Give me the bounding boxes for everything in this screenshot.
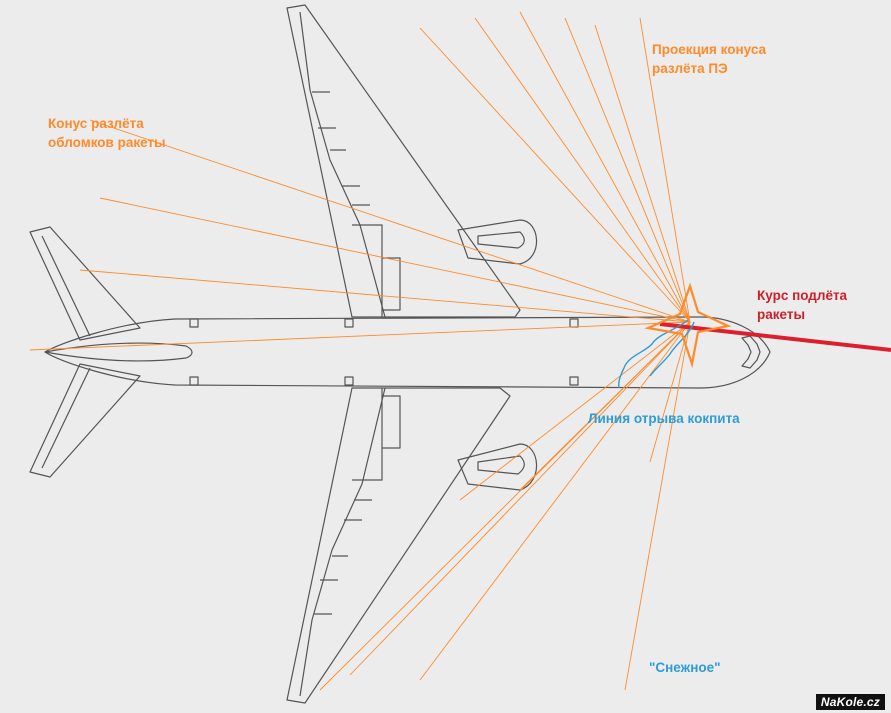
upper-stabilizer: [29, 226, 141, 341]
cockpit-windows: [741, 335, 761, 369]
place-name-label: "Снежное": [649, 660, 721, 675]
cockpit-break-label: Линия отрыва кокпита: [588, 411, 740, 426]
fragment-cone-label: Конус разлёта обломков ракеты: [48, 114, 166, 152]
fragment-cone-lines: [29, 11, 691, 691]
lower-engine-inlet: [477, 455, 525, 475]
upper-engine-inlet: [477, 231, 525, 249]
upper-engine: [457, 219, 538, 265]
upper-wing: [286, 4, 521, 318]
missile-course-line: [659, 322, 891, 352]
lower-flap-fairings: [314, 499, 372, 615]
lower-wing: [286, 387, 511, 704]
lower-wing-flap-line: [299, 387, 386, 697]
fuselage: [44, 316, 771, 389]
lower-flaps: [352, 388, 401, 481]
aircraft-outline: [29, 4, 771, 704]
lower-engine: [457, 443, 538, 491]
cone-projection-label: Проекция конуса разлёта ПЭ: [652, 40, 766, 78]
tail-cone: [44, 342, 193, 362]
fragment-cone-label-line2: обломков ракеты: [48, 135, 166, 150]
missile-course-label: Курс подлёта ракеты: [757, 286, 847, 324]
missile-course-label-line2: ракеты: [757, 307, 805, 322]
burst-star-icon: [644, 282, 732, 369]
upper-wing-flap-line: [299, 11, 386, 318]
missile-course-label-line1: Курс подлёта: [757, 288, 848, 303]
upper-flap-fairings: [312, 91, 370, 206]
cone-projection-label-line2: разлёта ПЭ: [652, 61, 728, 76]
upper-stabilizer-inner: [41, 235, 91, 337]
lower-stabilizer-inner: [41, 367, 91, 469]
watermark: NaKole.cz: [815, 694, 885, 710]
cone-projection-label-line1: Проекция конуса: [652, 42, 767, 57]
upper-flaps: [352, 224, 401, 317]
lower-stabilizer: [29, 363, 141, 478]
fragment-cone-label-line1: Конус разлёта: [48, 116, 144, 131]
